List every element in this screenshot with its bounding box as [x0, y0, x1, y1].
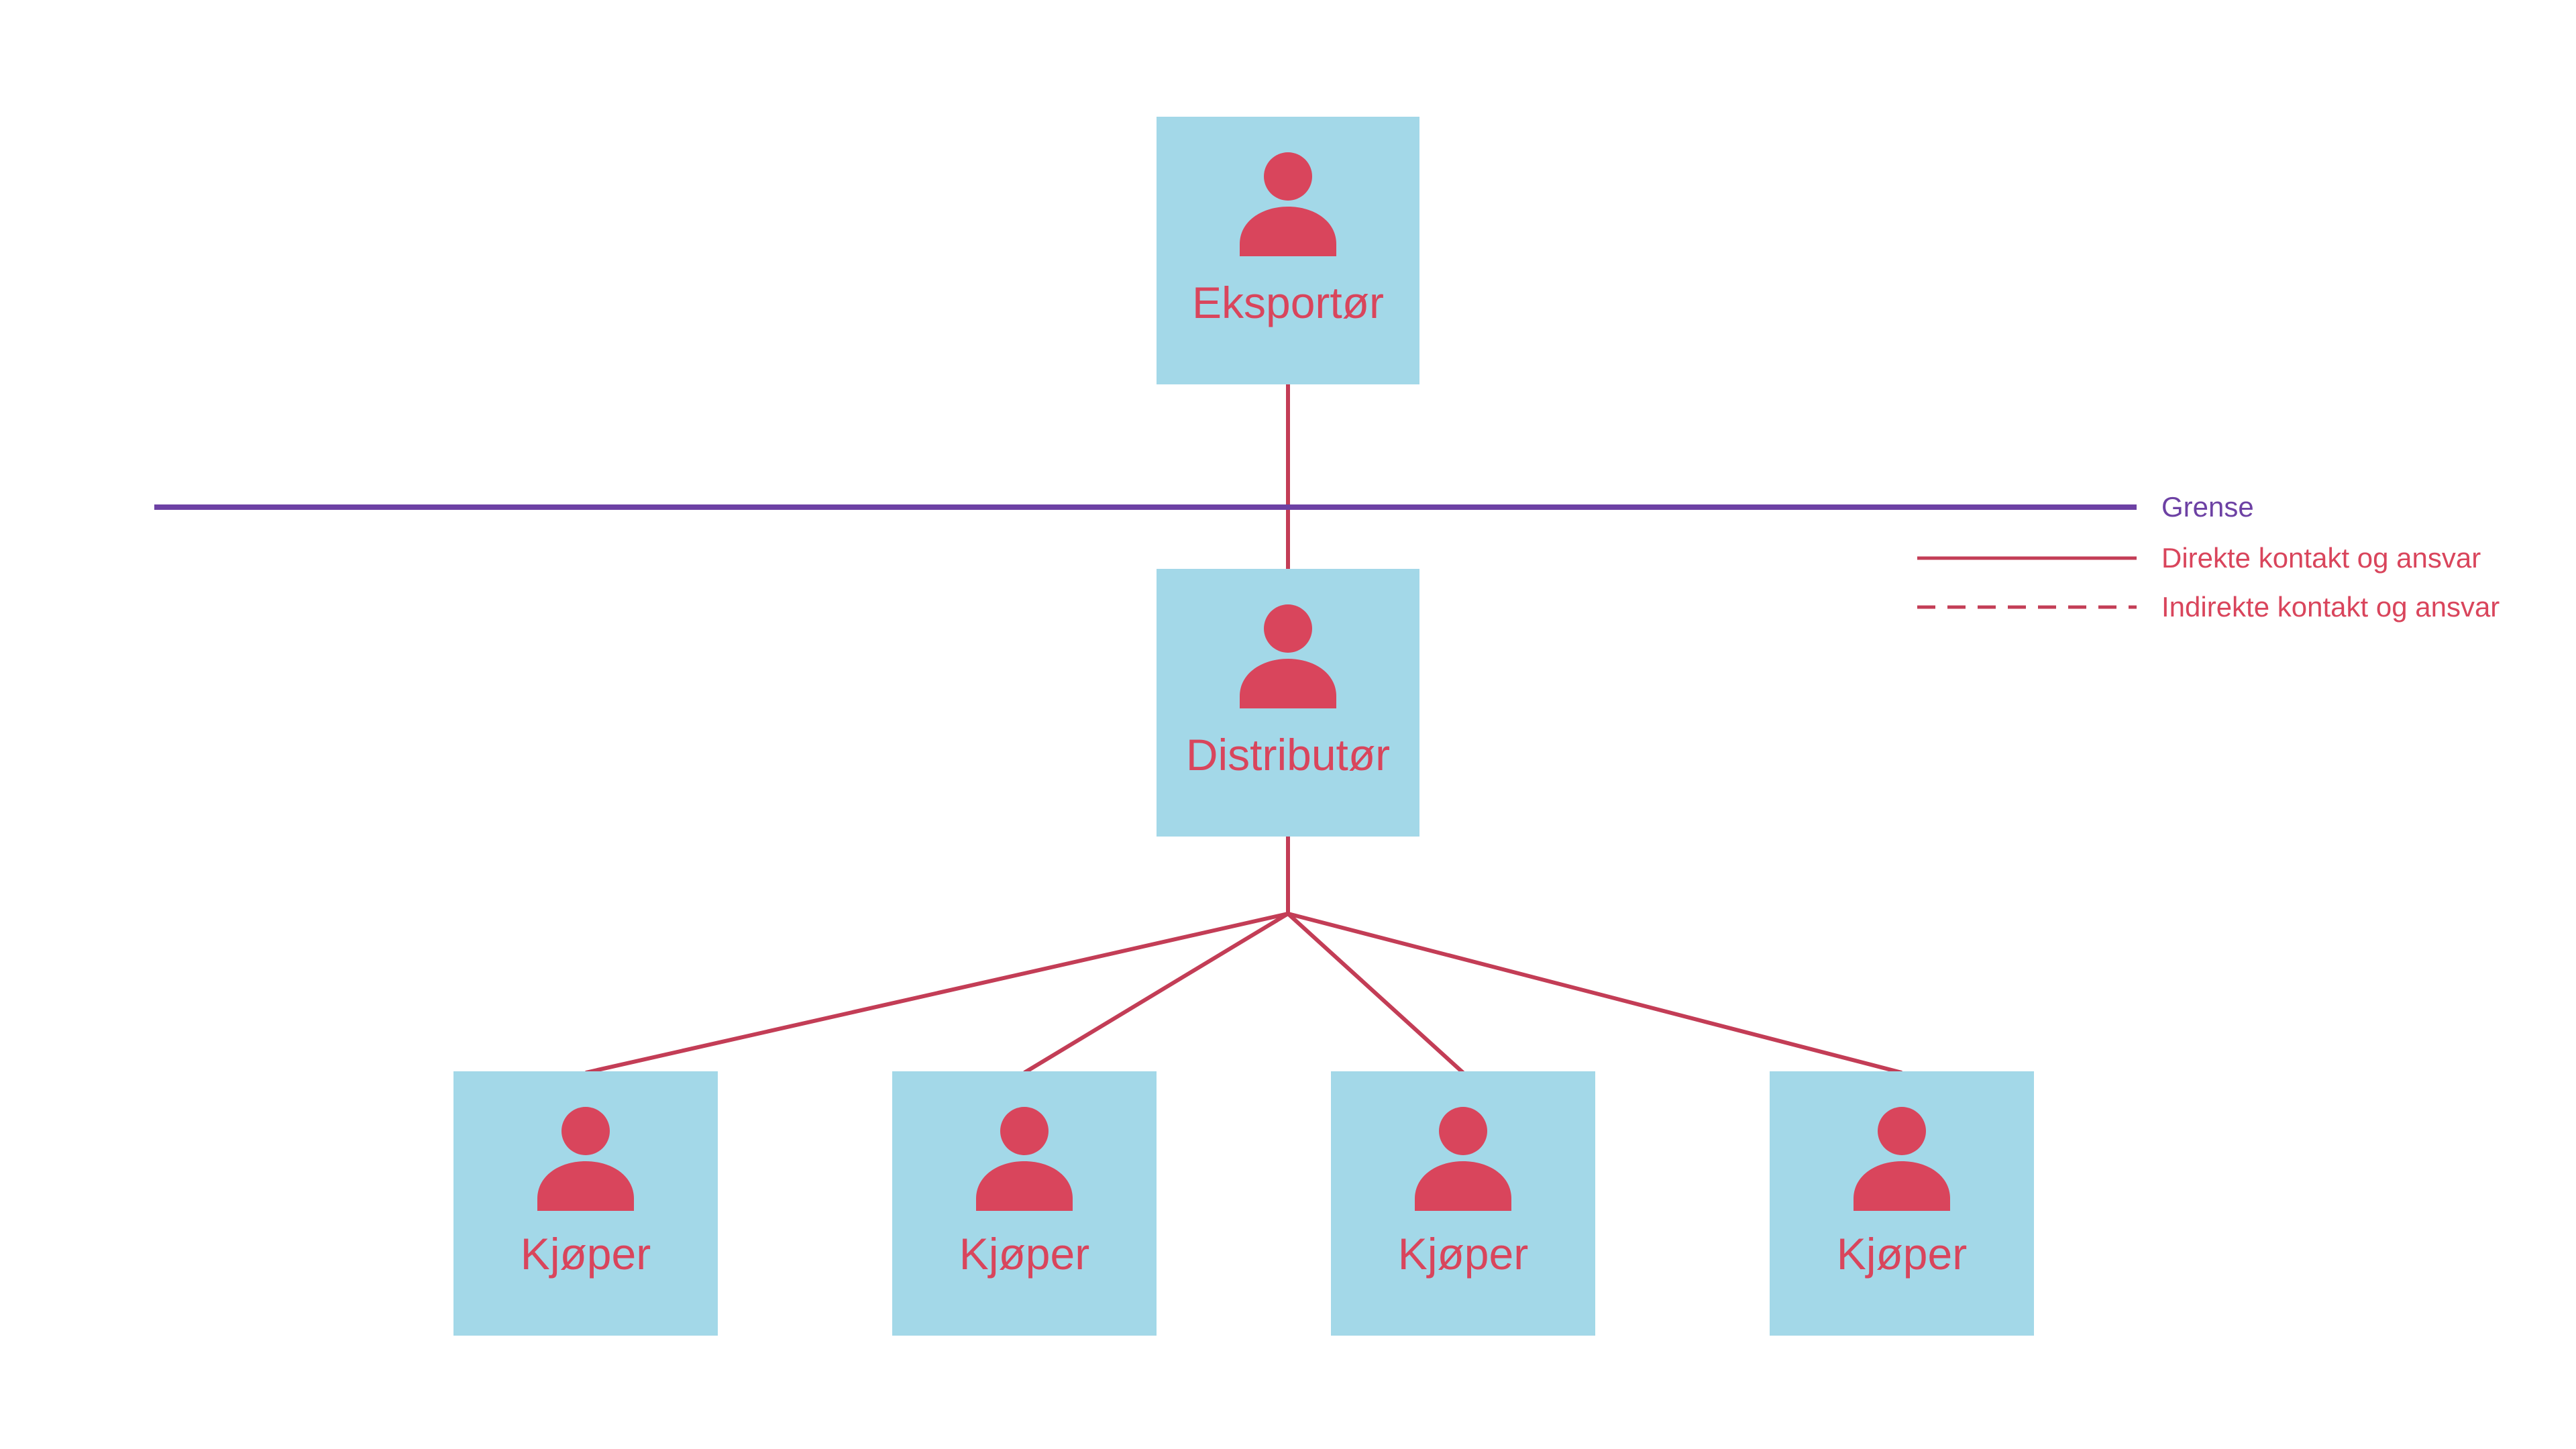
node-label: Kjøper: [959, 1229, 1090, 1279]
legend-grense-label: Grense: [2161, 491, 2254, 523]
node-kjoper-3: Kjøper: [1331, 1071, 1595, 1336]
person-icon: [976, 1107, 1073, 1211]
node-distributor: Distributør: [1157, 569, 1419, 837]
node-kjoper-4: Kjøper: [1770, 1071, 2034, 1336]
person-icon: [1240, 604, 1336, 708]
fan-line-buyer-2: [1023, 912, 1289, 1075]
node-label: Kjøper: [1397, 1229, 1529, 1279]
node-kjoper-2: Kjøper: [892, 1071, 1157, 1336]
person-icon: [537, 1107, 634, 1211]
person-icon: [1854, 1107, 1950, 1211]
node-label: Eksportør: [1191, 278, 1385, 327]
person-icon: [1240, 152, 1336, 256]
fan-line-buyer-4: [1287, 912, 1902, 1075]
node-kjoper-1: Kjøper: [453, 1071, 718, 1336]
node-eksportor: Eksportør: [1157, 117, 1419, 384]
node-label: Kjøper: [1836, 1229, 1968, 1279]
node-label: Distributør: [1185, 730, 1391, 780]
person-icon: [1415, 1107, 1511, 1211]
legend-direkte-label: Direkte kontakt og ansvar: [2161, 542, 2481, 574]
node-label: Kjøper: [520, 1229, 651, 1279]
legend-indirekte-label: Indirekte kontakt og ansvar: [2161, 591, 2500, 623]
fan-line-buyer-3: [1286, 912, 1465, 1075]
fan-line-buyer-1: [585, 912, 1289, 1075]
